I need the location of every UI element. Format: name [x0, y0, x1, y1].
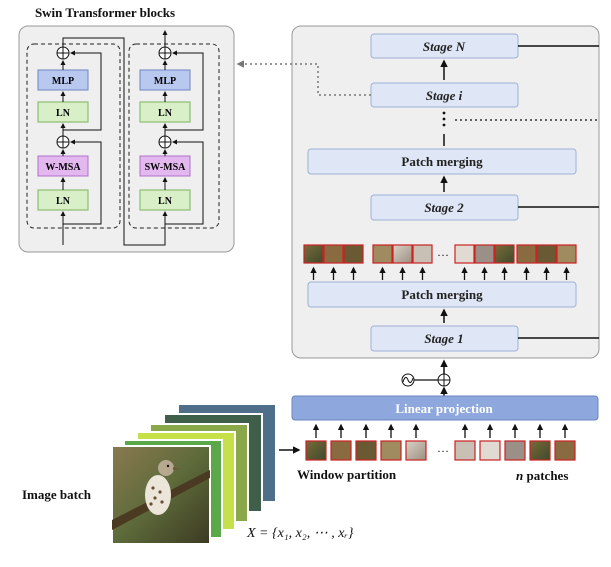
add-node-icon	[57, 136, 69, 148]
add-node-icon	[159, 47, 171, 59]
patches-word: patches	[523, 468, 568, 483]
mlp-label-2: MLP	[154, 76, 176, 87]
linear-projection-bar[interactable]	[291, 395, 599, 421]
bottom-patch-ellipsis: ···	[437, 444, 449, 458]
image-patch	[554, 440, 576, 461]
swin-block-2-frame	[128, 43, 220, 229]
image-patch	[556, 244, 577, 264]
image-patch	[454, 440, 476, 461]
stage-n-label: Stage N	[423, 39, 466, 54]
ln-top-label-1: LN	[56, 108, 71, 119]
bottom-patch-arrows	[312, 423, 569, 438]
add-node-icon	[159, 136, 171, 148]
input-set-formula: X = {x₁, x₂, ⋯ , xᵣ}	[246, 526, 354, 541]
linear-projection-label: Linear projection	[395, 401, 493, 416]
image-batch-stack	[111, 403, 277, 545]
patch-merging-top-box[interactable]	[307, 148, 577, 175]
image-patch	[380, 440, 402, 461]
image-patch	[529, 440, 551, 461]
image-patch	[323, 244, 344, 264]
msa-label-1: W-MSA	[45, 162, 81, 173]
image-patch	[303, 244, 324, 264]
patch-merging-bottom-box[interactable]	[307, 281, 577, 308]
image-patch	[412, 244, 433, 264]
image-patch	[392, 244, 413, 264]
image-patch	[405, 440, 427, 461]
patch-merging-top-label: Patch merging	[401, 154, 483, 169]
bottom-patch-row	[305, 440, 576, 461]
image-patch	[330, 440, 352, 461]
stage-1-label: Stage 1	[424, 331, 463, 346]
image-batch-label: Image batch	[22, 487, 92, 502]
vertical-ellipsis-icon	[442, 111, 446, 127]
bird-head-icon	[158, 460, 174, 476]
image-patch	[504, 440, 526, 461]
stage-output-lines	[518, 45, 599, 339]
stage-2-label: Stage 2	[424, 200, 464, 215]
n-symbol: n	[516, 468, 523, 483]
stage-i-label: Stage i	[426, 88, 463, 103]
patch-ellipsis: ···	[437, 248, 449, 262]
image-patch	[494, 244, 515, 264]
ln-top-label-2: LN	[158, 108, 173, 119]
image-patch	[454, 244, 475, 264]
image-patch	[372, 244, 393, 264]
position-embedding-icon	[402, 376, 414, 384]
image-patch	[536, 244, 557, 264]
block-1-connections	[60, 37, 166, 246]
image-patch	[355, 440, 377, 461]
add-node-icon	[438, 374, 450, 386]
image-patch	[474, 244, 495, 264]
swin-blocks-panel	[18, 25, 235, 253]
image-patch	[343, 244, 364, 264]
n-patches-label: n patches	[516, 468, 568, 483]
ln-bottom-label-1: LN	[56, 196, 71, 207]
add-node-icon	[57, 47, 69, 59]
swin-blocks-title: Swin Transformer blocks	[35, 5, 175, 20]
window-partition-label: Window partition	[297, 467, 397, 482]
mlp-label-1: MLP	[52, 76, 74, 87]
patch-merging-bottom-label: Patch merging	[401, 287, 483, 302]
swin-block-1-frame	[26, 43, 121, 229]
intermediate-patch-row	[303, 244, 577, 264]
image-patch	[516, 244, 537, 264]
stages-panel	[291, 25, 600, 359]
intermediate-patch-arrows	[310, 266, 570, 280]
stage-to-swin-dotted-arrow	[236, 60, 371, 96]
block-2-connections	[162, 30, 204, 236]
ln-bottom-label-2: LN	[158, 196, 173, 207]
image-patch	[305, 440, 327, 461]
image-patch	[479, 440, 501, 461]
bird-icon	[145, 475, 171, 515]
msa-label-2: SW-MSA	[145, 162, 187, 173]
